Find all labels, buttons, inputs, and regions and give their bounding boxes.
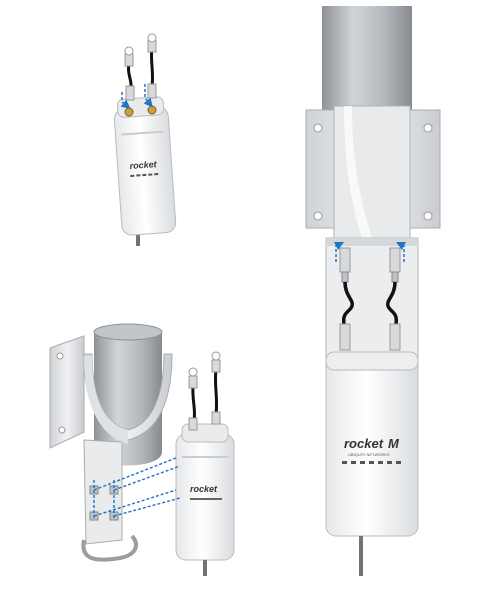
device-brand-label: rocket (344, 436, 384, 451)
rocket-device: rocket M UBIQUITI NETWORKS (325, 351, 419, 537)
device-brand-label: rocket (190, 484, 218, 494)
jumper-cable (213, 369, 219, 415)
led-row (130, 173, 159, 177)
device-brand-label: rocket (129, 159, 158, 171)
panel-device-cables: rocket (113, 33, 177, 246)
alignment-guides (93, 457, 181, 520)
jumper-cable (149, 47, 155, 87)
pole-bracket (49, 335, 85, 449)
bolt-hole (313, 123, 323, 133)
ethernet-cable (359, 536, 363, 576)
strap-clip (81, 534, 138, 562)
guide-arrow (395, 241, 407, 262)
ethernet-cable (203, 560, 207, 576)
guide-arrow (333, 241, 345, 262)
jumper-cable (127, 63, 133, 89)
jumper-cable (191, 385, 197, 421)
rocket-device: rocket (175, 423, 235, 561)
rf-connector (124, 105, 157, 117)
guide-arrow (120, 92, 131, 109)
jumper-cable (341, 281, 355, 325)
bolt-hole (313, 211, 323, 221)
rocket-device: rocket (113, 96, 177, 236)
device-sub-label: UBIQUITI NETWORKS (348, 452, 390, 457)
jumper-cable (385, 281, 399, 325)
pole (322, 6, 412, 118)
bolt-hole (423, 123, 433, 133)
led-row (342, 461, 401, 464)
panel-bracket-mount: rocket (49, 323, 235, 576)
panel-mounted-assembly: rocket M UBIQUITI NETWORKS (305, 6, 441, 576)
rf-connector (339, 247, 401, 283)
bolt-hole (423, 211, 433, 221)
device-brand-suffix: M (388, 436, 400, 451)
